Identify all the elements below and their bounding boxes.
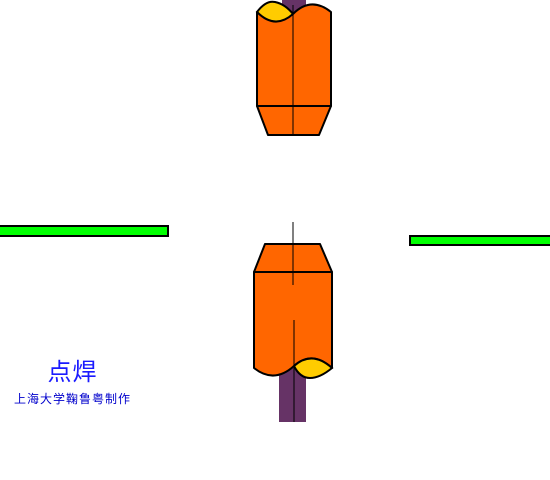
- right-workpiece-sheet: [409, 235, 550, 246]
- upper-electrode-body: [256, 3, 332, 107]
- upper-electrode-taper: [256, 105, 332, 136]
- lower-electrode: [253, 222, 334, 422]
- lower-electrode-tip-cap: [292, 357, 334, 380]
- diagram-title: 点焊: [47, 358, 98, 386]
- author-credit: 上海大学鞠鲁粤制作: [13, 392, 131, 406]
- left-workpiece-sheet: [0, 225, 169, 237]
- lower-electrode-shank: [279, 368, 306, 422]
- upper-electrode: [255, 0, 332, 136]
